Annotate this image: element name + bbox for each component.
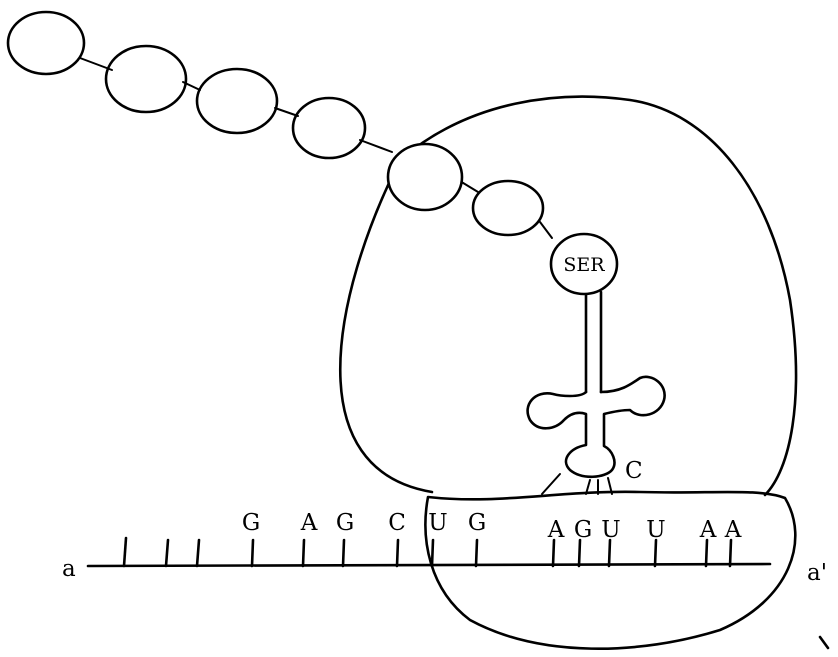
trna-stem <box>584 290 603 394</box>
base-letter: G <box>336 510 354 536</box>
base-letter: G <box>242 510 260 536</box>
mrna-strand <box>86 562 772 568</box>
base-tick <box>704 538 709 568</box>
base-letter: A <box>300 510 318 536</box>
stray-mark <box>818 635 830 650</box>
base-tick <box>728 538 733 568</box>
base-letter: U <box>601 517 620 543</box>
base-letter: C <box>388 510 406 536</box>
base-tick <box>607 538 612 568</box>
strand-end-label: a' <box>807 560 827 586</box>
base-tick <box>301 538 306 568</box>
base-tick <box>341 538 346 568</box>
amino-acid-bead <box>386 142 464 212</box>
base-ticks <box>250 538 733 568</box>
amino-acid-bead <box>195 67 279 135</box>
ser-label: SER <box>563 254 605 276</box>
amino-acid-bead <box>6 10 86 76</box>
trna-body <box>526 375 666 479</box>
base-letter: U <box>646 517 665 543</box>
base-tick <box>653 538 658 568</box>
base-letter: A <box>724 517 742 543</box>
base-letter: A <box>699 517 717 543</box>
strand-start-label: a <box>62 556 76 582</box>
base-letters: G A G C U G A G U U A A <box>242 510 742 543</box>
base-letter: G <box>574 517 592 543</box>
base-tick <box>395 538 400 568</box>
base-tick <box>474 538 479 568</box>
amino-acid-bead <box>104 44 188 114</box>
peptide-chain <box>6 10 545 237</box>
base-tick <box>430 538 435 568</box>
amino-acid-bead <box>291 96 367 160</box>
anticodon-contacts <box>541 473 613 495</box>
unlabelled-base-ticks <box>122 536 201 568</box>
ribosome-small-subunit <box>424 490 797 650</box>
base-letter: G <box>468 510 486 536</box>
base-tick <box>577 538 582 568</box>
base-letter: U <box>428 510 447 536</box>
peptide-bonds <box>79 57 553 239</box>
base-tick <box>250 538 255 568</box>
ribosome-large-subunit <box>338 95 798 497</box>
amino-acid-bead <box>471 179 545 237</box>
ser-amino-acid <box>549 232 619 296</box>
anticodon-end-label: C <box>625 458 643 484</box>
base-tick <box>551 538 556 568</box>
base-letter: A <box>547 517 565 543</box>
